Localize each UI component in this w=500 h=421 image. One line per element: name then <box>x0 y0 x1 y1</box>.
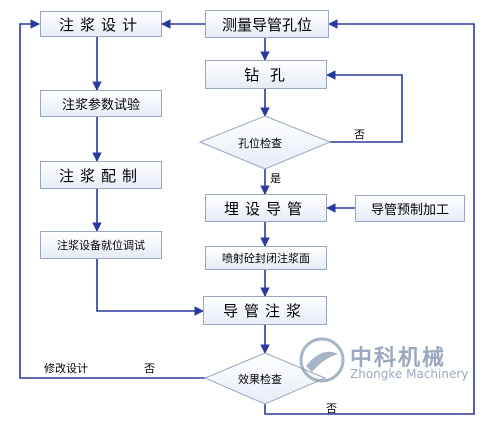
hole-check-diamond <box>198 115 332 170</box>
edge-effect-no-design <box>19 19 205 379</box>
label-no-bottom: 否 <box>326 402 337 415</box>
watermark-cn: 中科机械 <box>350 346 447 371</box>
watermark-en: Zhongke Machinery <box>350 367 469 381</box>
node-bury-pipe: 埋设导管 <box>205 194 327 222</box>
node-grout-design: 注浆设计 <box>40 11 162 37</box>
node-measure-hole: 测量导管孔位 <box>205 10 329 38</box>
edge-check-no-drill <box>326 70 403 143</box>
node-hole-check-label: 孔位检查 <box>238 137 282 150</box>
edge-equip-grout <box>96 259 204 316</box>
node-equip-position: 注浆设备就位调试 <box>40 231 162 259</box>
zhongke-logo-icon <box>299 337 345 383</box>
node-drill: 钻 孔 <box>205 60 327 89</box>
label-no-left: 否 <box>144 362 155 375</box>
node-pipe-prefab: 导管预制加工 <box>355 195 465 222</box>
edge-effect-no-measure <box>264 19 475 415</box>
node-shotcrete-seal: 喷射砼封闭注浆面 <box>205 246 327 270</box>
node-pipe-grout: 导管注浆 <box>203 296 327 325</box>
node-grout-prep: 注浆配制 <box>40 161 162 189</box>
node-grout-param-test: 注浆参数试验 <box>40 90 162 117</box>
label-yes: 是 <box>270 172 281 185</box>
node-effect-check-label: 效果检查 <box>238 373 282 386</box>
label-no-drill: 否 <box>354 128 365 141</box>
label-modify-design: 修改设计 <box>44 362 88 375</box>
